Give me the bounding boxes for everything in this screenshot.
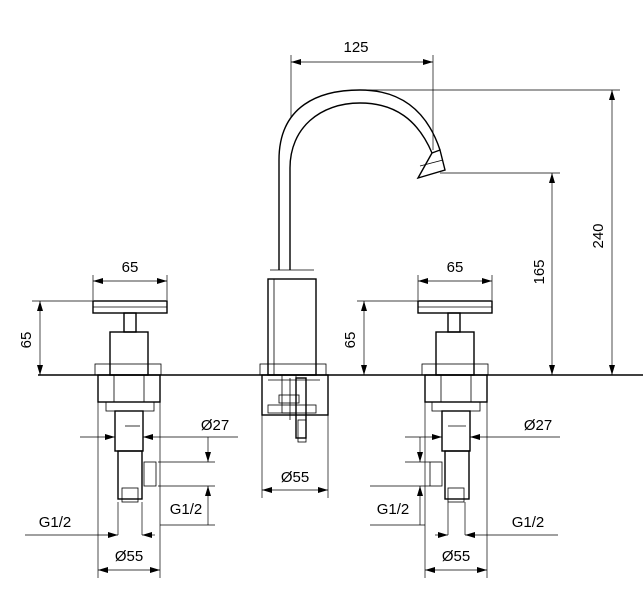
spout-arc-outer: [278, 89, 441, 270]
dim-right-stem-diameter: Ø27: [405, 417, 560, 463]
dim-right-outlet-thread: G1/2: [435, 502, 558, 538]
dim-spout-outlet-height-label: 165: [531, 259, 548, 284]
dim-spout-reach: 125: [290, 39, 434, 150]
dim-right-handle-height: 65: [342, 300, 418, 375]
dim-right-handle-height-label: 65: [342, 332, 359, 349]
dim-left-outlet-thread: G1/2: [25, 502, 155, 538]
dim-spout-outlet-height: 165: [440, 172, 560, 375]
dim-left-inlet-thread-label: G1/2: [170, 501, 203, 518]
left-handle-neck: [123, 312, 137, 333]
dim-right-handle-width: 65: [417, 259, 493, 300]
dim-spout-total-height: 240: [365, 89, 620, 376]
dim-left-stem-diameter-label: Ø27: [201, 417, 229, 434]
dim-right-inlet-thread: G1/2: [370, 485, 430, 526]
right-handle-neck: [447, 312, 461, 333]
spout-arc-inner: [289, 102, 433, 270]
dim-right-outlet-thread-label: G1/2: [512, 514, 545, 531]
spout-mount-assembly: [261, 374, 329, 443]
dim-spout-reach-label: 125: [343, 39, 368, 56]
dim-left-inlet-thread: G1/2: [158, 485, 215, 526]
left-handle-body: [109, 331, 149, 376]
dim-left-handle-height: 65: [18, 300, 93, 375]
dim-right-base-diameter: Ø55: [424, 375, 488, 578]
left-handle-base: [94, 363, 162, 376]
dim-right-handle-width-label: 65: [447, 259, 464, 276]
dim-right-base-diameter-label: Ø55: [442, 548, 470, 565]
right-handle-body: [435, 331, 475, 376]
dim-left-stem-diameter: Ø27: [80, 417, 238, 463]
dim-left-handle-width-label: 65: [122, 259, 139, 276]
right-handle: [417, 300, 493, 376]
dim-left-handle-width: 65: [92, 259, 168, 300]
dim-right-stem-diameter-label: Ø27: [524, 417, 552, 434]
dim-right-inlet-thread-label: G1/2: [377, 501, 410, 518]
spout-body: [267, 278, 317, 376]
left-handle: [92, 300, 168, 376]
dim-spout-total-height-label: 240: [590, 223, 607, 248]
dim-left-base-diameter-label: Ø55: [115, 548, 143, 565]
dim-left-handle-height-label: 65: [18, 332, 35, 349]
dim-left-outlet-thread-label: G1/2: [39, 514, 72, 531]
dim-center-base-diameter: Ø55: [261, 415, 329, 498]
dim-left-base-diameter: Ø55: [97, 375, 161, 578]
dim-center-base-diameter-label: Ø55: [281, 469, 309, 486]
right-handle-base: [421, 363, 489, 376]
spout-aerator: [416, 149, 446, 180]
